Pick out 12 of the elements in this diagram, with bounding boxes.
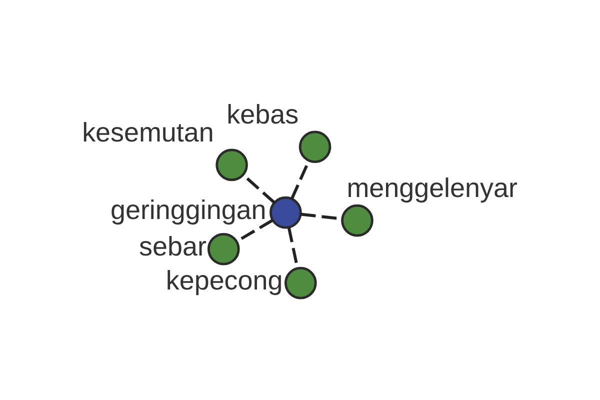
- node-label: sebar: [138, 232, 206, 262]
- node-label: kepecong: [165, 266, 282, 296]
- node-circle: [284, 266, 316, 300]
- node-label: geringgingan: [110, 195, 266, 226]
- node-circle: [206, 232, 240, 266]
- node-label: menggelenyar: [346, 173, 517, 204]
- node-label: kesemutan: [82, 118, 214, 148]
- node-circle: [215, 148, 248, 182]
- node-circle: [298, 130, 331, 164]
- node-circle: [340, 204, 373, 237]
- node-circle: [269, 196, 302, 229]
- node-label: kebas: [226, 100, 298, 130]
